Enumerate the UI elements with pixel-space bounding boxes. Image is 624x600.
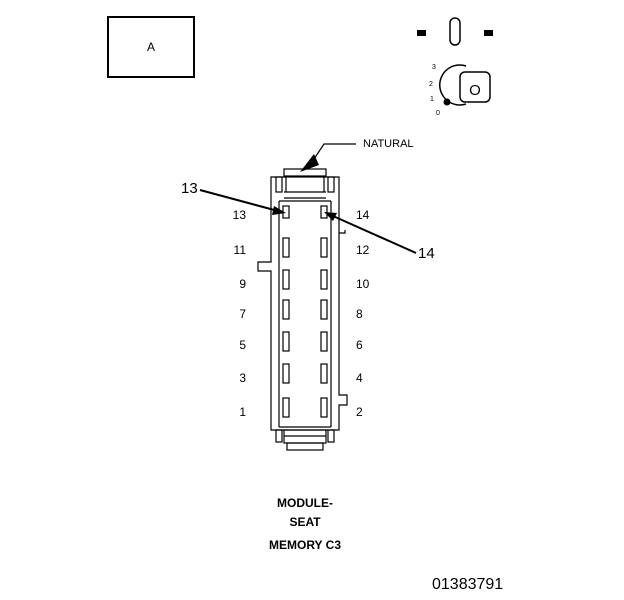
key-pos-3: 3 <box>432 64 436 71</box>
bottom-latch-post-left <box>275 429 283 443</box>
view-label-frame <box>107 16 195 78</box>
bottom-latch-tab <box>286 442 324 451</box>
pin-cavity <box>320 269 328 290</box>
color-callout: NATURAL <box>300 138 414 172</box>
ignition-key-icon: 3 2 1 0 O <box>417 17 493 117</box>
color-leader-arrowhead <box>300 154 319 172</box>
key-pos-2: 2 <box>429 81 433 88</box>
pin-label: 7 <box>239 307 246 321</box>
pin-label: 6 <box>356 338 363 352</box>
pin-cavity <box>320 331 328 352</box>
pin-cavity <box>282 331 290 352</box>
key-icon-dash-right <box>484 30 493 36</box>
pin-cavity <box>320 397 328 418</box>
pin-label: 13 <box>233 208 247 222</box>
pin-labels-right: 14 12 10 8 6 4 2 <box>356 208 370 419</box>
top-latch-post-right <box>327 176 335 193</box>
pin-cavity <box>320 363 328 384</box>
title-line-3: MEMORY C3 <box>269 538 341 552</box>
pin-label: 12 <box>356 243 370 257</box>
top-latch-bar <box>283 168 327 177</box>
pin-cavity <box>320 205 328 219</box>
callout-13: 13 <box>181 180 286 215</box>
pin-label: 9 <box>239 277 246 291</box>
key-icon-slot <box>449 17 461 46</box>
pin-label: 4 <box>356 371 363 385</box>
pin-label: 5 <box>239 338 246 352</box>
callout-13-line <box>199 189 279 212</box>
pin-label: 2 <box>356 405 363 419</box>
title-line-1: MODULE- <box>277 496 333 510</box>
bottom-latch-post-right <box>327 429 335 443</box>
key-icon-body <box>439 64 467 106</box>
pin-cavities <box>282 205 328 418</box>
pin-cavity <box>320 299 328 320</box>
pin-cavity <box>282 237 290 258</box>
callout-14-line <box>332 215 417 254</box>
callout-13-arrowhead <box>272 206 286 215</box>
color-leader-line <box>311 143 356 163</box>
connector-housing <box>257 176 348 431</box>
view-label-box: A <box>107 16 195 78</box>
callout-14-arrowhead <box>324 212 337 221</box>
color-label: NATURAL <box>363 138 414 150</box>
pin-cavity <box>282 269 290 290</box>
key-icon-marker <box>443 98 451 106</box>
pin-cavity <box>282 397 290 418</box>
pin-cavity <box>282 363 290 384</box>
callout-13-label: 13 <box>181 180 198 197</box>
title-line-2: SEAT <box>289 515 321 529</box>
key-letter: O <box>469 82 481 99</box>
pin-labels-left: 13 11 9 7 5 3 1 <box>233 208 247 419</box>
key-icon-blade <box>459 71 491 103</box>
pin-label: 10 <box>356 277 370 291</box>
key-pos-1: 1 <box>430 96 434 103</box>
key-pos-0: 0 <box>436 110 440 117</box>
view-label-text: A <box>147 40 155 54</box>
top-latch-post-left <box>275 176 283 193</box>
connector-rib-right <box>339 230 346 234</box>
connector-body <box>257 168 348 451</box>
pin-label: 11 <box>234 243 247 257</box>
connector-title: MODULE- SEAT MEMORY C3 <box>269 496 341 552</box>
pin-cavity <box>320 237 328 258</box>
pin-label: 14 <box>356 208 370 222</box>
pin-label: 3 <box>239 371 246 385</box>
document-number: 01383791 <box>432 576 503 593</box>
callout-14-label: 14 <box>418 245 435 262</box>
pin-cavity <box>282 299 290 320</box>
callout-14: 14 <box>324 212 435 262</box>
pin-label: 8 <box>356 307 363 321</box>
key-icon-dash-left <box>417 30 426 36</box>
pin-label: 1 <box>239 405 246 419</box>
